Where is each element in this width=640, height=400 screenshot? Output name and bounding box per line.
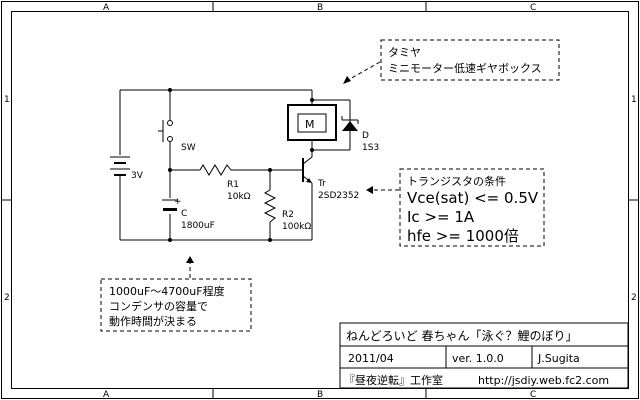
col-label-a: A [103, 3, 110, 13]
transistor-symbol [302, 156, 313, 184]
transistor-note-line-3: Ic >= 1A [407, 208, 475, 226]
col-label-c-bottom: C [530, 390, 536, 400]
capacitor-polarity: + [174, 197, 182, 207]
transistor-note-line-2: Vce(sat) <= 0.5V [407, 189, 539, 207]
transistor-note-line-1: トランジスタの条件 [407, 174, 506, 188]
r2-value: 100kΩ [282, 222, 311, 232]
motor-symbol [287, 104, 337, 141]
title-block [339, 322, 629, 389]
capacitor-note-line-2: コンデンサの容量で [109, 299, 208, 313]
title-block-title: ねんどろいど 春ちゃん「泳ぐ？鯉のぼり」 [346, 329, 577, 343]
transistor-note-line-4: hfe >= 1000倍 [407, 227, 519, 245]
title-block-url: http://jsdiy.web.fc2.com [478, 374, 609, 387]
title-block-author: J.Sugita [537, 352, 580, 365]
diode-ref: D [362, 131, 369, 141]
r1-ref: R1 [227, 180, 239, 190]
row-label-2-right: 2 [631, 293, 637, 303]
capacitor-value: 1800uF [181, 221, 215, 231]
r1-symbol [199, 164, 234, 176]
circuit-wires [119, 89, 351, 241]
motor-letter: M [305, 118, 315, 131]
switch-symbol [158, 120, 173, 142]
diode-symbol [341, 116, 359, 131]
transistor-ref: Tr [317, 179, 326, 189]
r2-symbol [263, 189, 277, 223]
switch-label: SW [181, 143, 196, 153]
capacitor-note-line-1: 1000uF～4700uF程度 [109, 284, 225, 298]
capacitor-ref: C [181, 209, 187, 219]
title-block-org: 『昼夜逆転』工作室 [344, 373, 443, 387]
r2-ref: R2 [282, 210, 294, 220]
junction-dots [168, 88, 314, 242]
battery-symbol [110, 156, 130, 176]
row-label-1: 1 [4, 95, 10, 105]
title-block-version: ver. 1.0.0 [452, 352, 504, 365]
motor-note-line-2: ミニモーター低速ギヤボックス [388, 62, 542, 75]
transistor-note-box [399, 168, 545, 247]
capacitor-note-box [100, 278, 252, 332]
col-label-b: B [317, 3, 323, 13]
col-label-b-bottom: B [317, 390, 323, 400]
row-label-2: 2 [4, 293, 10, 303]
motor-note-arrowhead [343, 76, 351, 84]
col-label-c: C [530, 3, 536, 13]
inner-border [11, 11, 629, 389]
row-label-1-right: 1 [631, 95, 637, 105]
motor-note-arrow [347, 61, 381, 81]
capacitor-symbol [162, 199, 178, 211]
capacitor-note-arrowhead [186, 256, 194, 263]
diode-value: 1S3 [362, 143, 379, 153]
title-block-date: 2011/04 [348, 352, 394, 365]
capacitor-note-line-3: 動作時間が決まる [109, 314, 197, 328]
r1-value: 10kΩ [227, 192, 251, 202]
motor-note-box [380, 39, 560, 81]
transistor-note-arrowhead [366, 186, 373, 194]
battery-label: 3V [131, 171, 144, 181]
transistor-value: 2SD2352 [318, 191, 359, 201]
col-label-a-bottom: A [103, 390, 110, 400]
motor-note-line-1: タミヤ [388, 46, 421, 59]
